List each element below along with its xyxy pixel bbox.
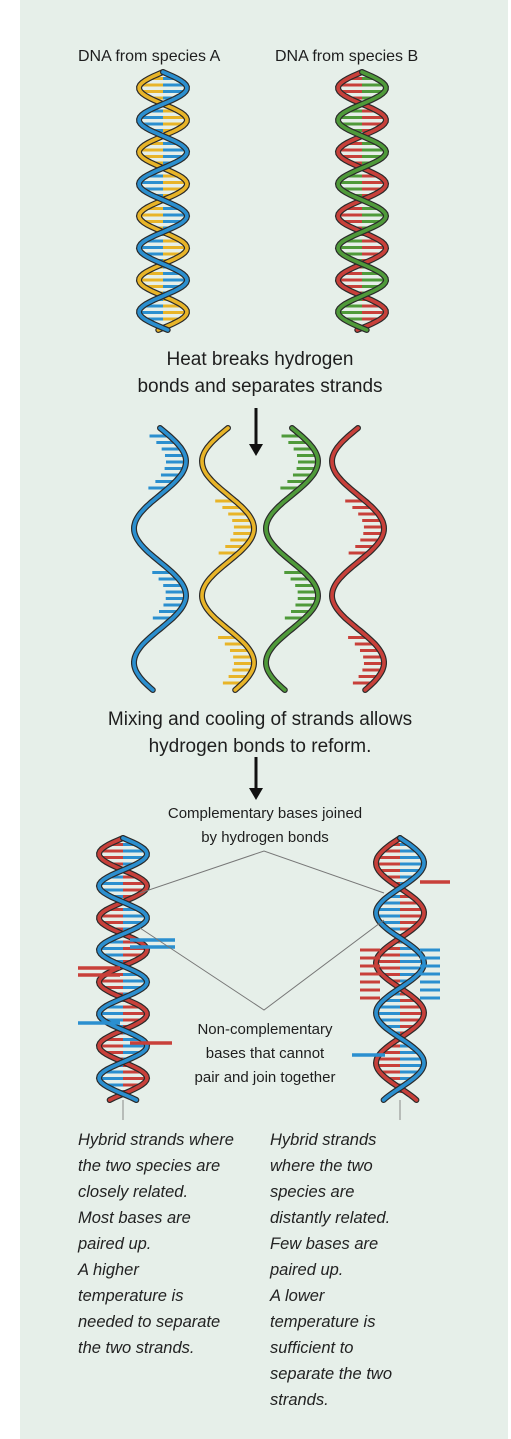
note-line: species are — [270, 1179, 392, 1205]
note-line: the two strands. — [78, 1335, 234, 1361]
mix-caption-line1: Mixing and cooling of strands allows — [40, 706, 480, 733]
noncomplementary-label-line3: pair and join together — [145, 1066, 385, 1090]
note-line: strands. — [270, 1387, 392, 1413]
heat-caption-line1: Heat breaks hydrogen — [60, 346, 460, 373]
note-line: Hybrid strands where — [78, 1127, 234, 1153]
note-line: Few bases are — [270, 1231, 392, 1257]
note-distantly-related: Hybrid strands where the two species are… — [270, 1127, 392, 1413]
note-line: separate the two — [270, 1361, 392, 1387]
note-line: temperature is — [270, 1309, 392, 1335]
arrow-mix-head — [249, 788, 263, 800]
noncomplementary-pointer — [140, 920, 384, 1010]
note-line: where the two — [270, 1153, 392, 1179]
arrow-heat-head — [249, 444, 263, 456]
noncomplementary-label-line1: Non-complementary — [145, 1018, 385, 1042]
note-line: paired up. — [270, 1257, 392, 1283]
species-b-label: DNA from species B — [275, 48, 418, 66]
species-a-label: DNA from species A — [78, 48, 220, 66]
note-line: needed to separate — [78, 1309, 234, 1335]
note-line: closely related. — [78, 1179, 234, 1205]
note-line: A higher — [78, 1257, 234, 1283]
complementary-label-line2: by hydrogen bonds — [120, 826, 410, 850]
note-line: Hybrid strands — [270, 1127, 392, 1153]
note-line: the two species are — [78, 1153, 234, 1179]
note-line: paired up. — [78, 1231, 234, 1257]
note-line: distantly related. — [270, 1205, 392, 1231]
note-line: A lower — [270, 1283, 392, 1309]
complementary-pointer — [140, 851, 384, 893]
note-closely-related: Hybrid strands where the two species are… — [78, 1127, 234, 1361]
note-line: sufficient to — [270, 1335, 392, 1361]
complementary-label-line1: Complementary bases joined — [120, 802, 410, 826]
mix-caption-line2: hydrogen bonds to reform. — [40, 733, 480, 760]
noncomplementary-label-line2: bases that cannot — [145, 1042, 385, 1066]
heat-caption-line2: bonds and separates strands — [60, 373, 460, 400]
note-line: Most bases are — [78, 1205, 234, 1231]
note-line: temperature is — [78, 1283, 234, 1309]
